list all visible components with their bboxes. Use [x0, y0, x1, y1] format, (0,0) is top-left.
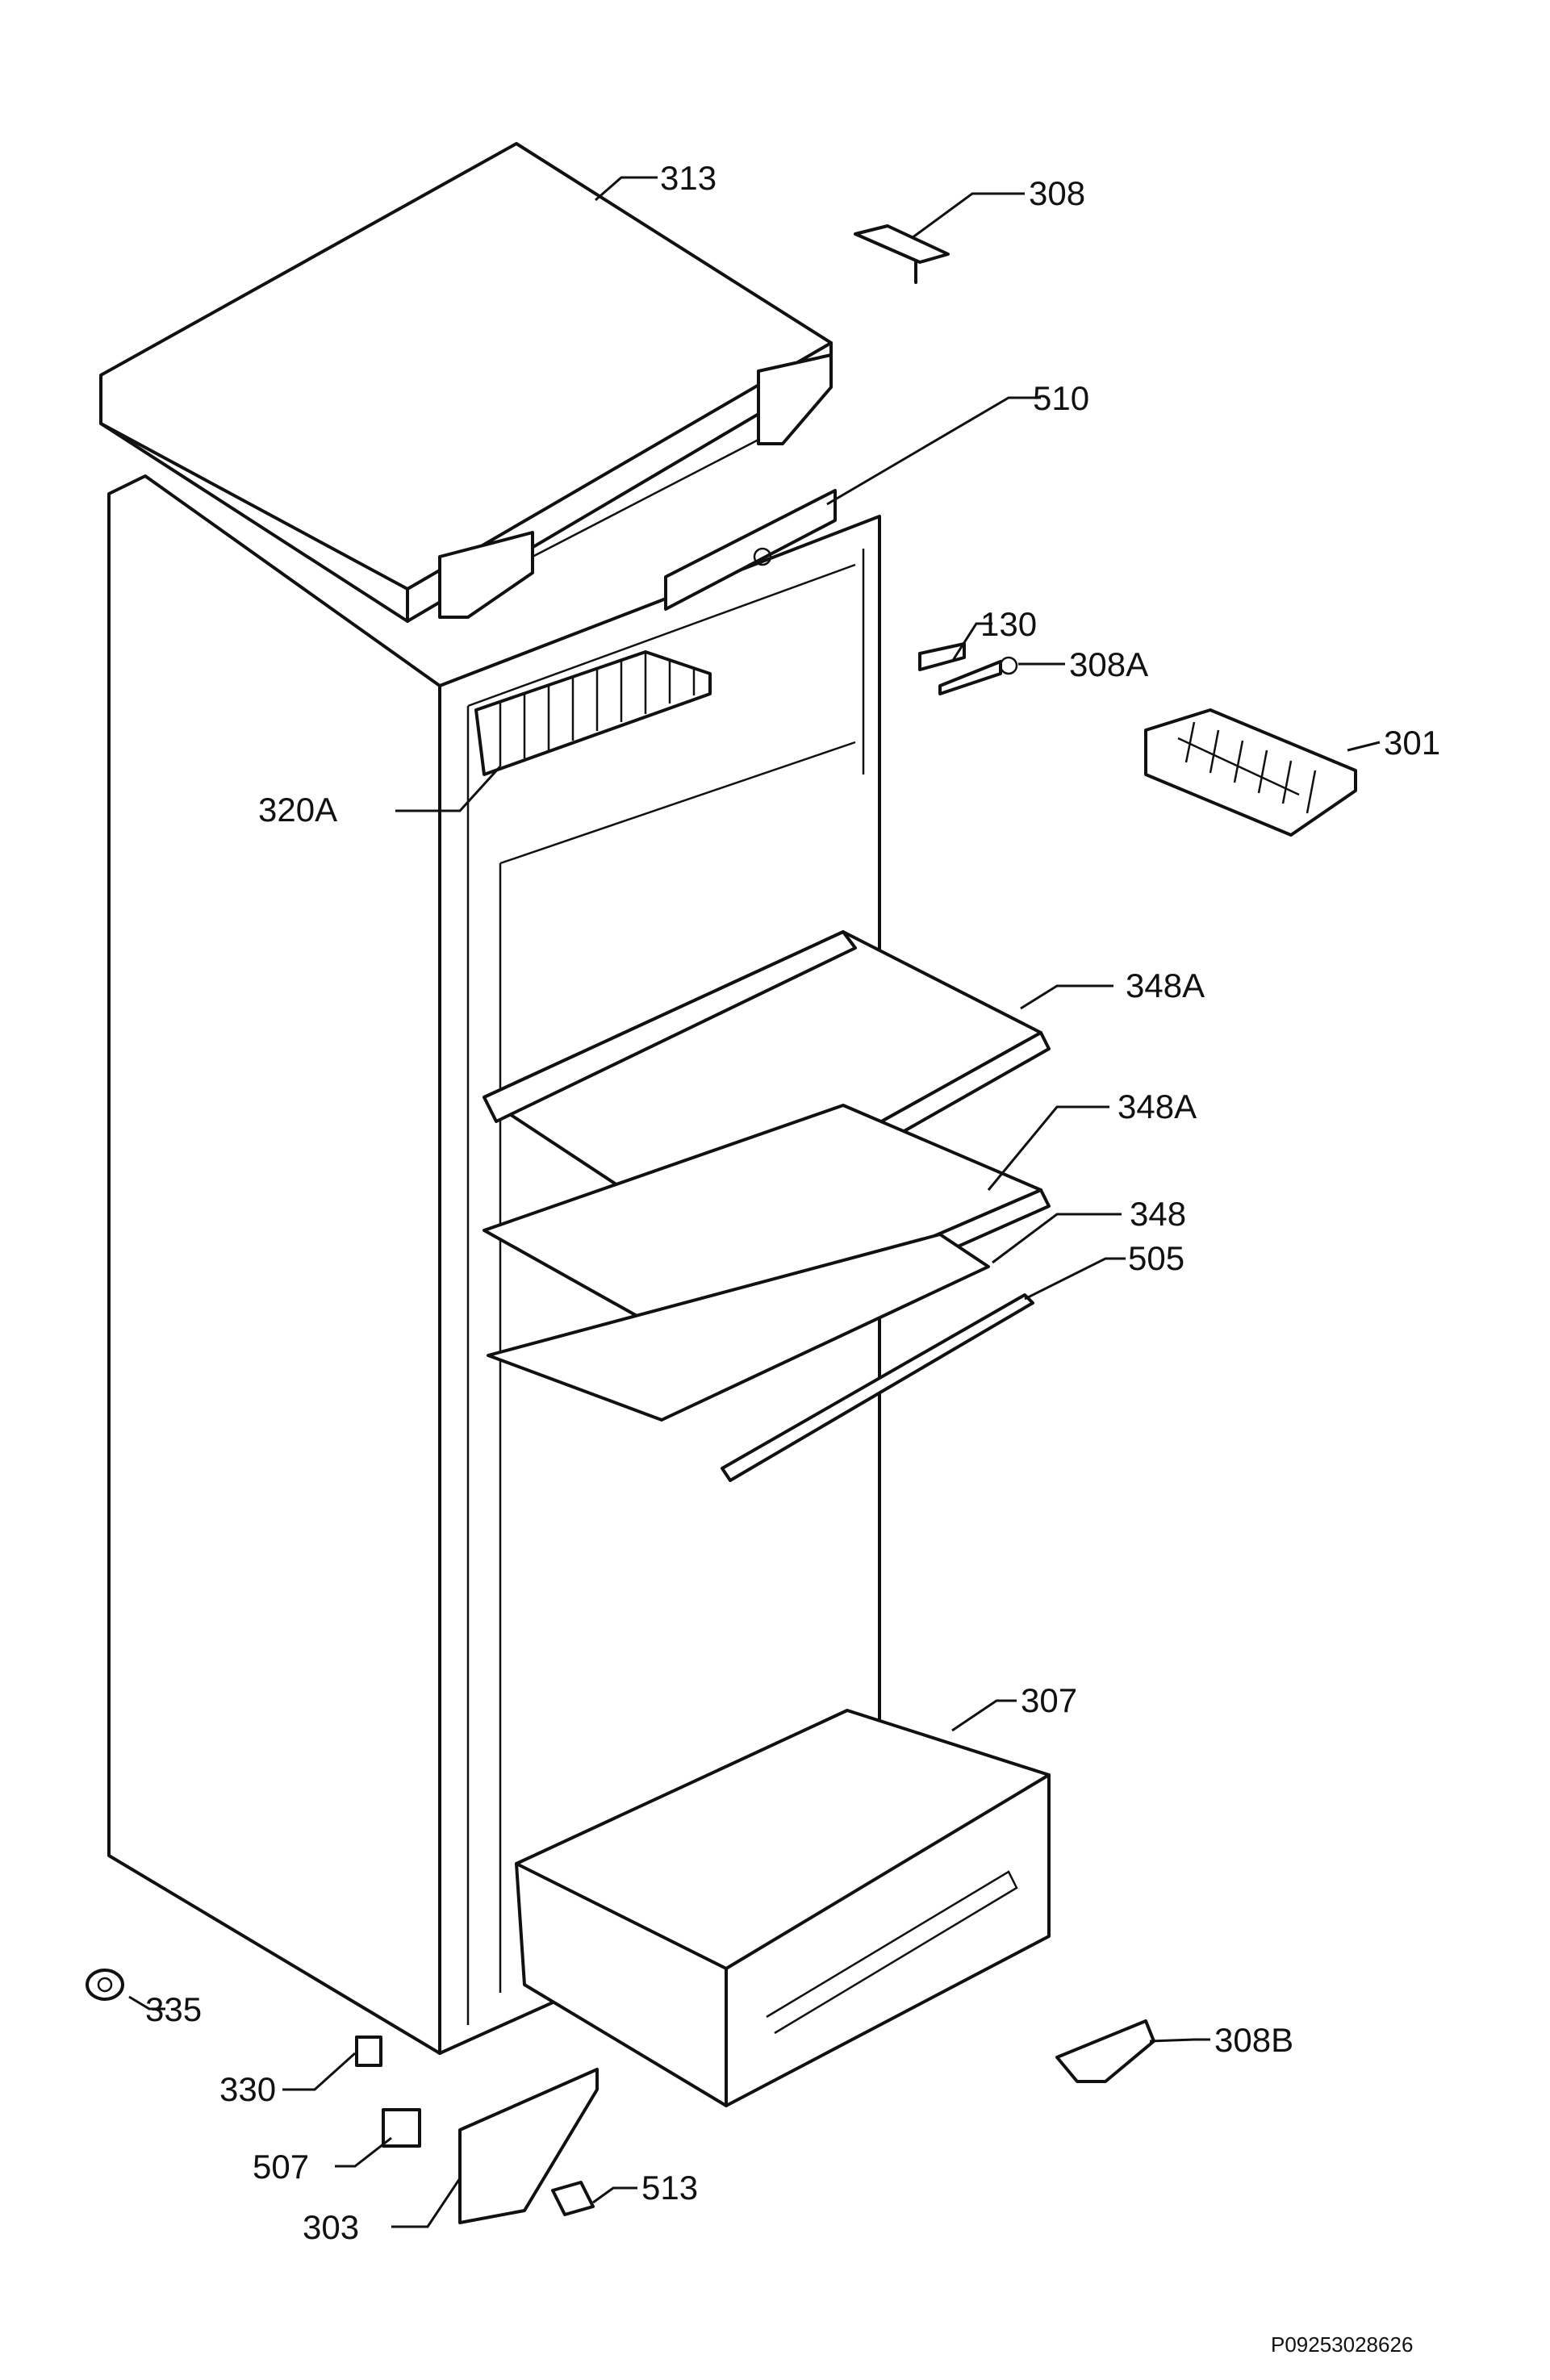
label-307: 307 — [1021, 1681, 1077, 1719]
label-308a: 308A — [1069, 645, 1148, 683]
small-cover-part — [551, 2181, 595, 2216]
ice-tray-part — [1144, 708, 1357, 837]
part-labels: 313 308 510 130 308A 301 320A 348A 348A … — [145, 159, 1440, 2246]
lower-glass-shelf-part — [487, 1233, 990, 1422]
label-303: 303 — [303, 2208, 359, 2246]
label-320a: 320A — [258, 791, 337, 829]
label-507: 507 — [253, 2148, 309, 2186]
freezer-grille-part — [474, 650, 712, 776]
label-301: 301 — [1384, 724, 1440, 762]
hinge-bracket-parts — [918, 642, 1018, 695]
label-348a-upper: 348A — [1126, 967, 1205, 1004]
bottom-hinge-part — [1055, 2019, 1155, 2083]
kick-plate-part — [458, 2068, 599, 2224]
label-510: 510 — [1033, 379, 1089, 417]
drawing-code: P09253028626 — [1271, 2332, 1413, 2357]
label-335: 335 — [145, 1990, 202, 2028]
label-348: 348 — [1130, 1195, 1186, 1233]
label-348a-lower: 348A — [1118, 1088, 1197, 1125]
shelf-trim-strip-part — [721, 1293, 1034, 1482]
label-513: 513 — [641, 2169, 698, 2207]
label-330: 330 — [219, 2070, 276, 2108]
label-308b: 308B — [1214, 2021, 1293, 2059]
top-lid-part — [99, 142, 833, 623]
label-308: 308 — [1029, 174, 1085, 212]
leader-lines — [128, 176, 1381, 2228]
control-panel-part — [664, 489, 837, 611]
adjustable-foot-part — [355, 2036, 382, 2067]
label-130: 130 — [980, 605, 1037, 643]
label-505: 505 — [1128, 1239, 1184, 1277]
foot-part — [86, 1969, 124, 2001]
hinge-part — [854, 224, 950, 284]
crisper-drawer-part — [515, 1709, 1051, 2107]
label-313: 313 — [660, 159, 717, 197]
